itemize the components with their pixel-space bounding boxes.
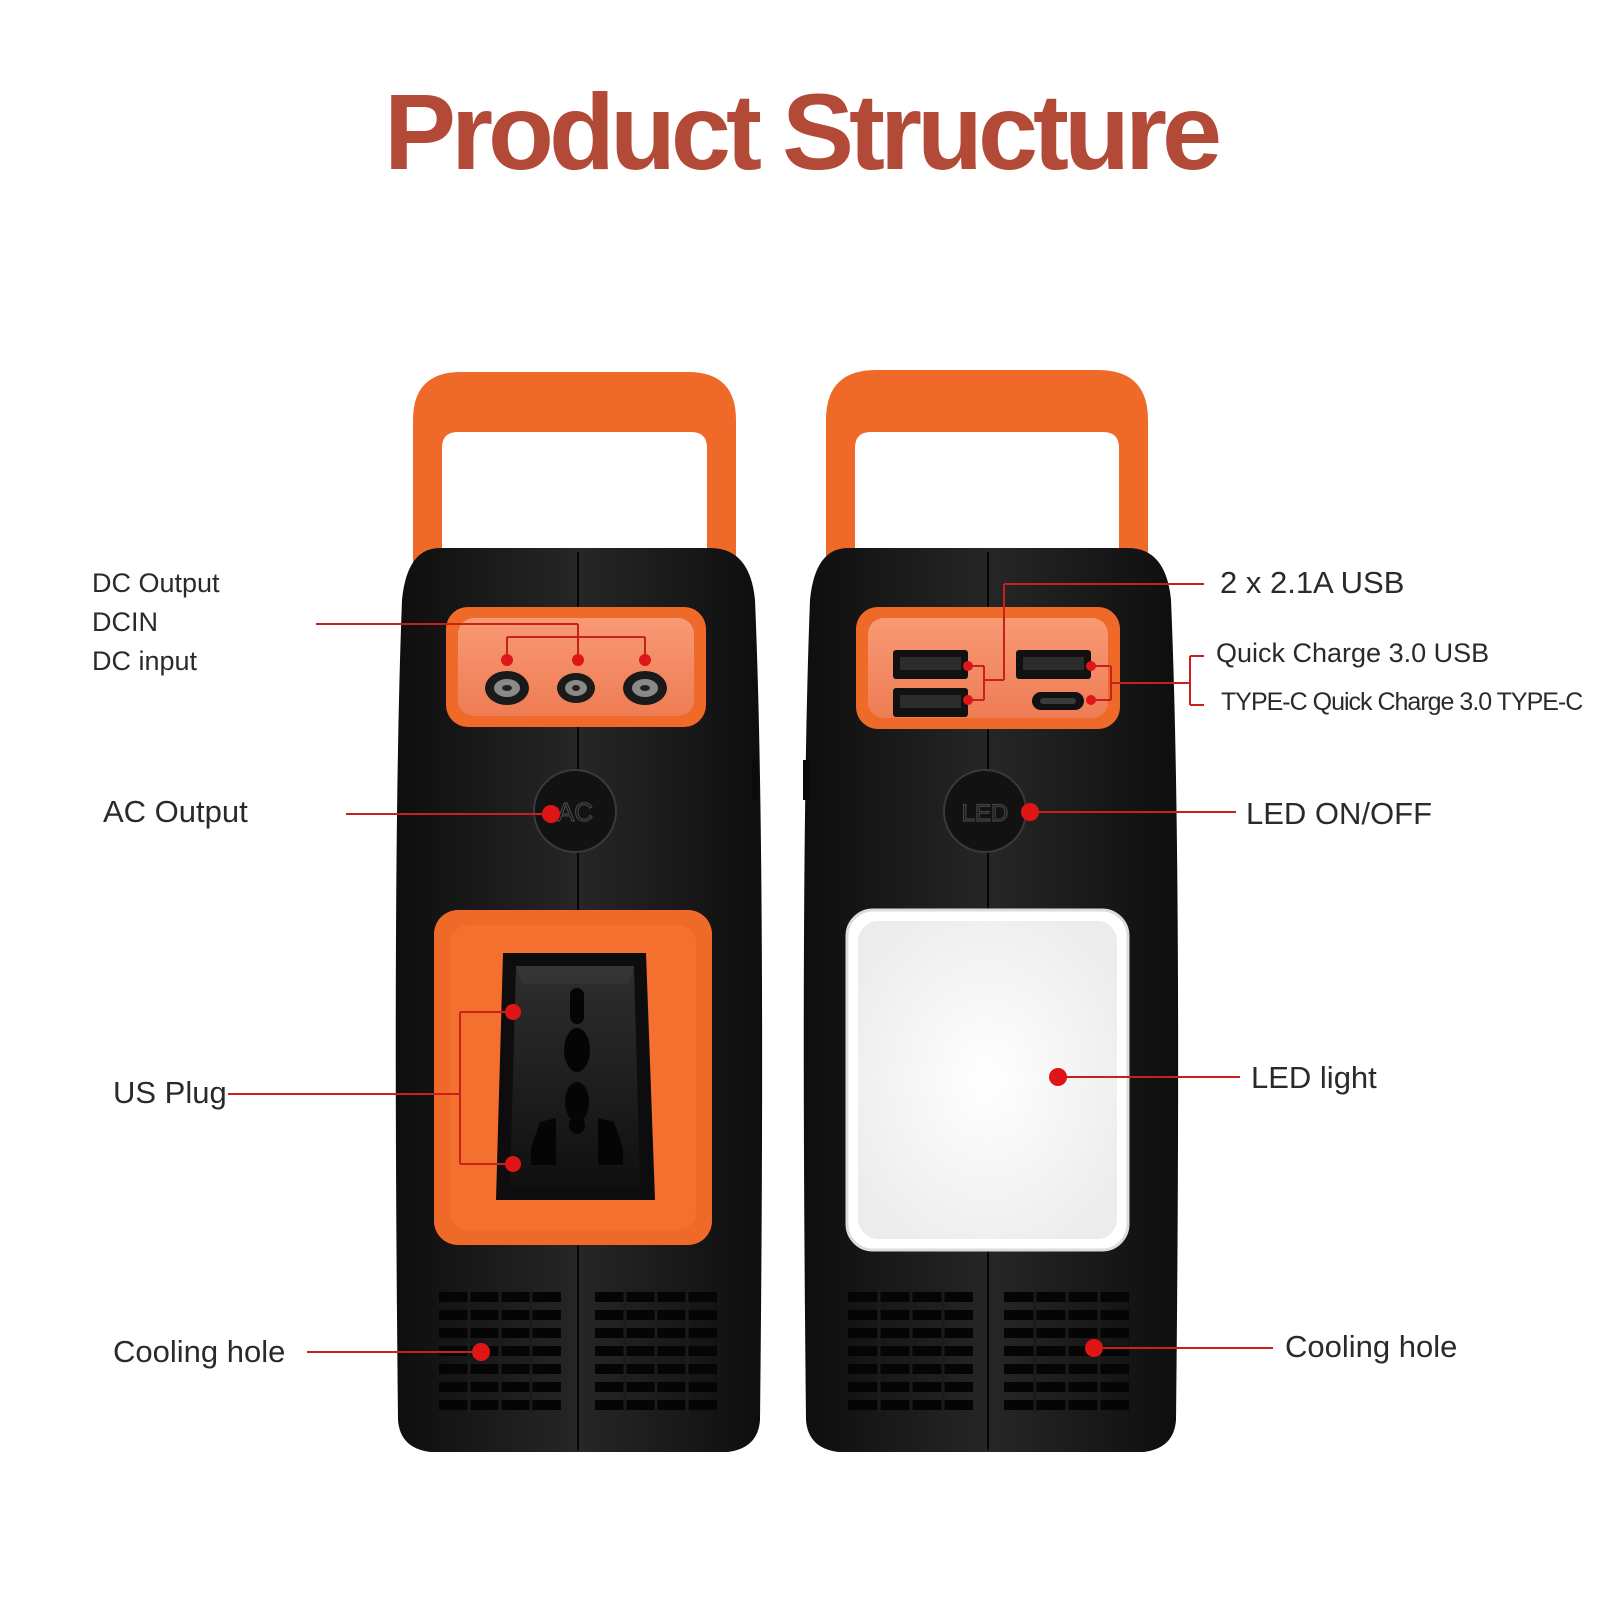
marker-dot bbox=[1021, 803, 1039, 821]
marker-dot bbox=[542, 805, 560, 823]
marker-dot bbox=[505, 1156, 521, 1172]
ac-button[interactable] bbox=[533, 769, 617, 853]
label-dcin: DCIN bbox=[92, 607, 158, 637]
marker-dot bbox=[963, 695, 973, 705]
usb-port bbox=[1016, 650, 1091, 679]
led-button-text: LED bbox=[962, 800, 1009, 827]
marker-dot bbox=[501, 654, 513, 666]
label-type-c: TYPE-C Quick Charge 3.0 TYPE-C bbox=[1221, 688, 1583, 716]
label-qc-usb: Quick Charge 3.0 USB bbox=[1216, 638, 1490, 668]
marker-dot bbox=[1085, 1339, 1103, 1357]
callout-leaders bbox=[228, 583, 1273, 1353]
marker-dot bbox=[1086, 695, 1096, 705]
type-c-port bbox=[1032, 692, 1084, 710]
right-handle bbox=[826, 370, 1148, 610]
page-title: Product Structure bbox=[383, 71, 1222, 192]
ac-button-text: AC bbox=[557, 797, 593, 827]
dc-port bbox=[557, 673, 595, 703]
marker-dot bbox=[639, 654, 651, 666]
label-led-onoff: LED ON/OFF bbox=[1246, 796, 1433, 831]
usb-port bbox=[893, 688, 968, 717]
dc-port bbox=[485, 671, 529, 705]
usb-port bbox=[893, 650, 968, 679]
left-side-slot bbox=[752, 760, 758, 800]
label-led-light: LED light bbox=[1251, 1060, 1377, 1095]
dc-port bbox=[623, 671, 667, 705]
label-dc-output: DC Output bbox=[92, 568, 220, 598]
label-2x-usb: 2 x 2.1A USB bbox=[1220, 565, 1405, 600]
marker-dot bbox=[963, 661, 973, 671]
marker-dot bbox=[505, 1004, 521, 1020]
left-handle bbox=[413, 372, 736, 610]
label-ac-output: AC Output bbox=[103, 794, 248, 829]
marker-dot bbox=[1049, 1068, 1067, 1086]
label-cooling-hole-left: Cooling hole bbox=[113, 1334, 286, 1369]
marker-dot bbox=[572, 654, 584, 666]
label-us-plug: US Plug bbox=[113, 1075, 227, 1110]
marker-dot bbox=[1086, 661, 1096, 671]
socket-holes bbox=[531, 988, 623, 1165]
right-side-slot bbox=[803, 760, 809, 800]
label-dc-input: DC input bbox=[92, 646, 198, 676]
callout-markers bbox=[472, 654, 1103, 1361]
right-unit: LED bbox=[803, 370, 1179, 1452]
left-unit: AC bbox=[395, 372, 763, 1452]
label-cooling-hole-right: Cooling hole bbox=[1285, 1329, 1458, 1364]
marker-dot bbox=[472, 1343, 490, 1361]
